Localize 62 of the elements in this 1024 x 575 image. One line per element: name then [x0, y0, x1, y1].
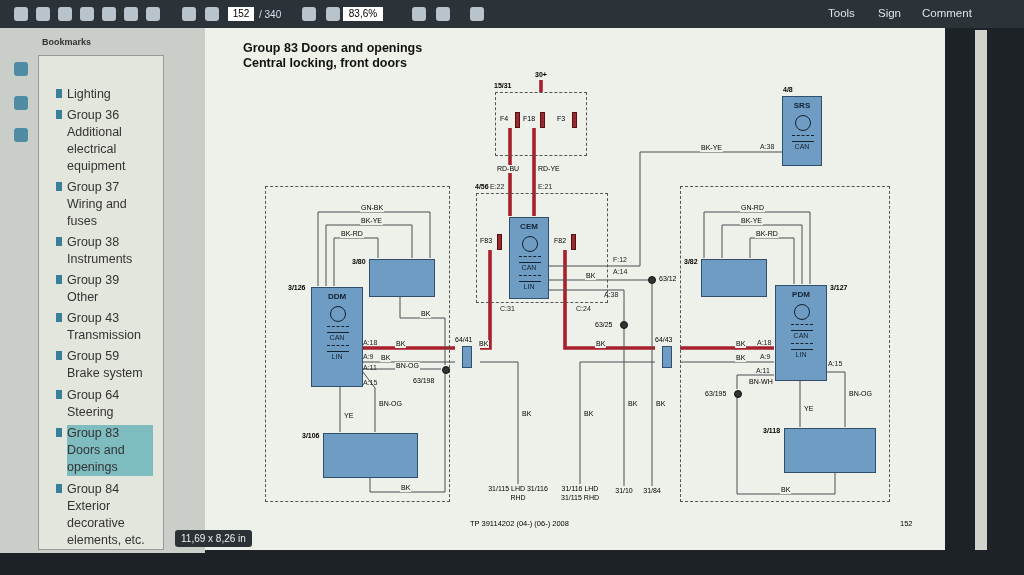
- wire: [547, 279, 649, 281]
- wire: [579, 361, 656, 485]
- menu-link: Sign: [878, 7, 902, 19]
- wire: [703, 211, 811, 285]
- wire: [736, 374, 775, 390]
- bookmark-link: Group 39 Other: [67, 272, 121, 306]
- wire: [825, 371, 846, 428]
- dashed-frame: [265, 186, 450, 502]
- fuse: [554, 233, 578, 251]
- module-name: DDM: [326, 292, 348, 301]
- wire: [333, 237, 379, 287]
- wire: [479, 361, 519, 485]
- wire: [532, 128, 536, 216]
- wire: [736, 396, 836, 495]
- zoom-field: 83,6%: [343, 7, 383, 21]
- page-number-field: 152: [228, 7, 254, 21]
- wire: [563, 250, 655, 350]
- wire: [547, 289, 625, 322]
- panel-title: Bookmarks: [42, 37, 92, 47]
- wire: [399, 295, 446, 366]
- module-name: SRS: [792, 101, 812, 110]
- bookmark-link: Group 84 Exterior decorative elements, etc.: [67, 481, 146, 549]
- bookmark-link: Group 83 Doors and openings: [67, 425, 153, 476]
- wire: [361, 370, 376, 433]
- fuse: [480, 233, 504, 251]
- wire: [325, 224, 413, 287]
- wire: [362, 346, 455, 350]
- diagram-title: Group 83 Doors and openings: [243, 41, 423, 55]
- bookmark-link: Group 37 Wiring and fuses: [67, 179, 128, 230]
- fuse: [523, 111, 547, 129]
- wire: [749, 237, 795, 285]
- dashed-frame: [680, 186, 890, 502]
- fuse: [500, 111, 522, 129]
- bookmark-link: Group 43 Transmission: [67, 310, 142, 344]
- bookmark-link: Group 64 Steering: [67, 387, 121, 421]
- wire: [369, 372, 446, 493]
- module-name: CEM: [519, 222, 539, 231]
- menu-link: Tools: [828, 7, 855, 19]
- diagram-subtitle: Central locking, front doors: [243, 56, 407, 70]
- module-name: PDM: [791, 290, 811, 299]
- wire: [508, 128, 512, 216]
- bookmark-link: Group 38 Instruments: [67, 234, 134, 268]
- bookmark-link: Group 59 Brake system: [67, 348, 144, 382]
- wire: [623, 328, 625, 487]
- wire: [539, 80, 543, 92]
- wire: [339, 385, 341, 433]
- page-count: / 340: [259, 9, 282, 20]
- wire: [680, 346, 774, 350]
- bookmark-link: Group 36 Additional electrical equipment: [67, 107, 127, 175]
- control-module: [509, 217, 549, 299]
- wire: [651, 283, 653, 487]
- wire: [799, 379, 801, 428]
- wire: [721, 224, 803, 285]
- menu-link: Comment: [922, 7, 972, 19]
- bookmark-link: Lighting: [67, 86, 112, 103]
- wire: [547, 151, 783, 267]
- wire: [361, 361, 456, 363]
- page-size-tag: 11,69 x 8,26 in: [175, 530, 252, 547]
- wire: [480, 250, 492, 350]
- fuse: [557, 111, 579, 129]
- wire: [679, 361, 775, 363]
- wire: [317, 211, 431, 287]
